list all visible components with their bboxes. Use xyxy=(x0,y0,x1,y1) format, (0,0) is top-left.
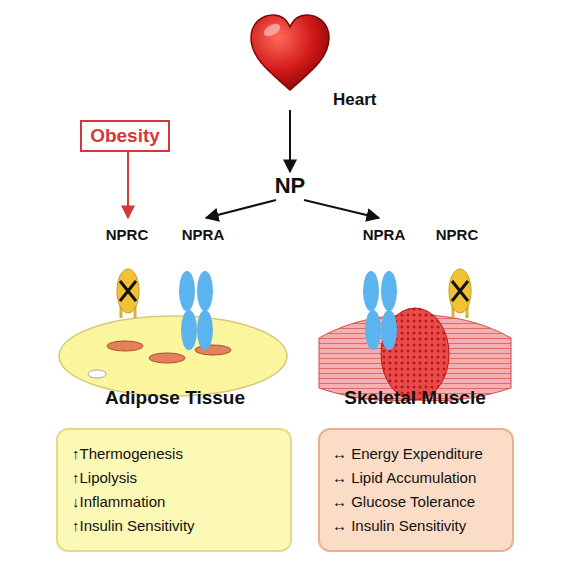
effect-line: ↑Insulin Sensitivity xyxy=(72,514,276,538)
node-text: Heart xyxy=(333,90,376,110)
adipose-illustration xyxy=(55,246,295,406)
effect-line: ↔ Lipid Accumulation xyxy=(332,466,500,490)
effect-line: ↓Inflammation xyxy=(72,490,276,514)
effect-line: ↑Thermogenesis xyxy=(72,442,276,466)
arrow-connector xyxy=(289,110,291,172)
node-text: NP xyxy=(275,173,306,199)
effect-line: ↔ Insulin Sensitivity xyxy=(332,514,500,538)
receptor-label: NPRA xyxy=(363,226,406,243)
tissue-node: Skeletal Muscle xyxy=(315,222,515,412)
hormone-label: NP xyxy=(268,172,312,200)
effect-line: ↑Lipolysis xyxy=(72,466,276,490)
effect-line: ↔ Glucose Tolerance xyxy=(332,490,500,514)
effect-box: ↔ Energy Expenditure↔ Lipid Accumulation… xyxy=(318,428,514,552)
node-text: Adipose Tissue xyxy=(55,387,295,409)
tissue-node: Adipose Tissue xyxy=(55,222,295,412)
heart-illustration xyxy=(245,10,335,95)
node-text: Skeletal Muscle xyxy=(315,387,515,409)
effect-box: ↑Thermogenesis↑Lipolysis↓Inflammation↑In… xyxy=(56,428,292,552)
arrow-connector xyxy=(127,152,129,218)
heart-node: Heart xyxy=(245,10,385,110)
arrow-connector xyxy=(206,200,276,218)
trigger-box: Obesity xyxy=(80,120,170,152)
receptor-label: NPRC xyxy=(106,226,149,243)
muscle-illustration xyxy=(315,246,515,406)
receptor-label: NPRA xyxy=(182,226,225,243)
arrow-connector xyxy=(304,200,379,218)
node-text: Obesity xyxy=(90,125,160,147)
effect-line: ↔ Energy Expenditure xyxy=(332,442,500,466)
receptor-label: NPRC xyxy=(436,226,479,243)
